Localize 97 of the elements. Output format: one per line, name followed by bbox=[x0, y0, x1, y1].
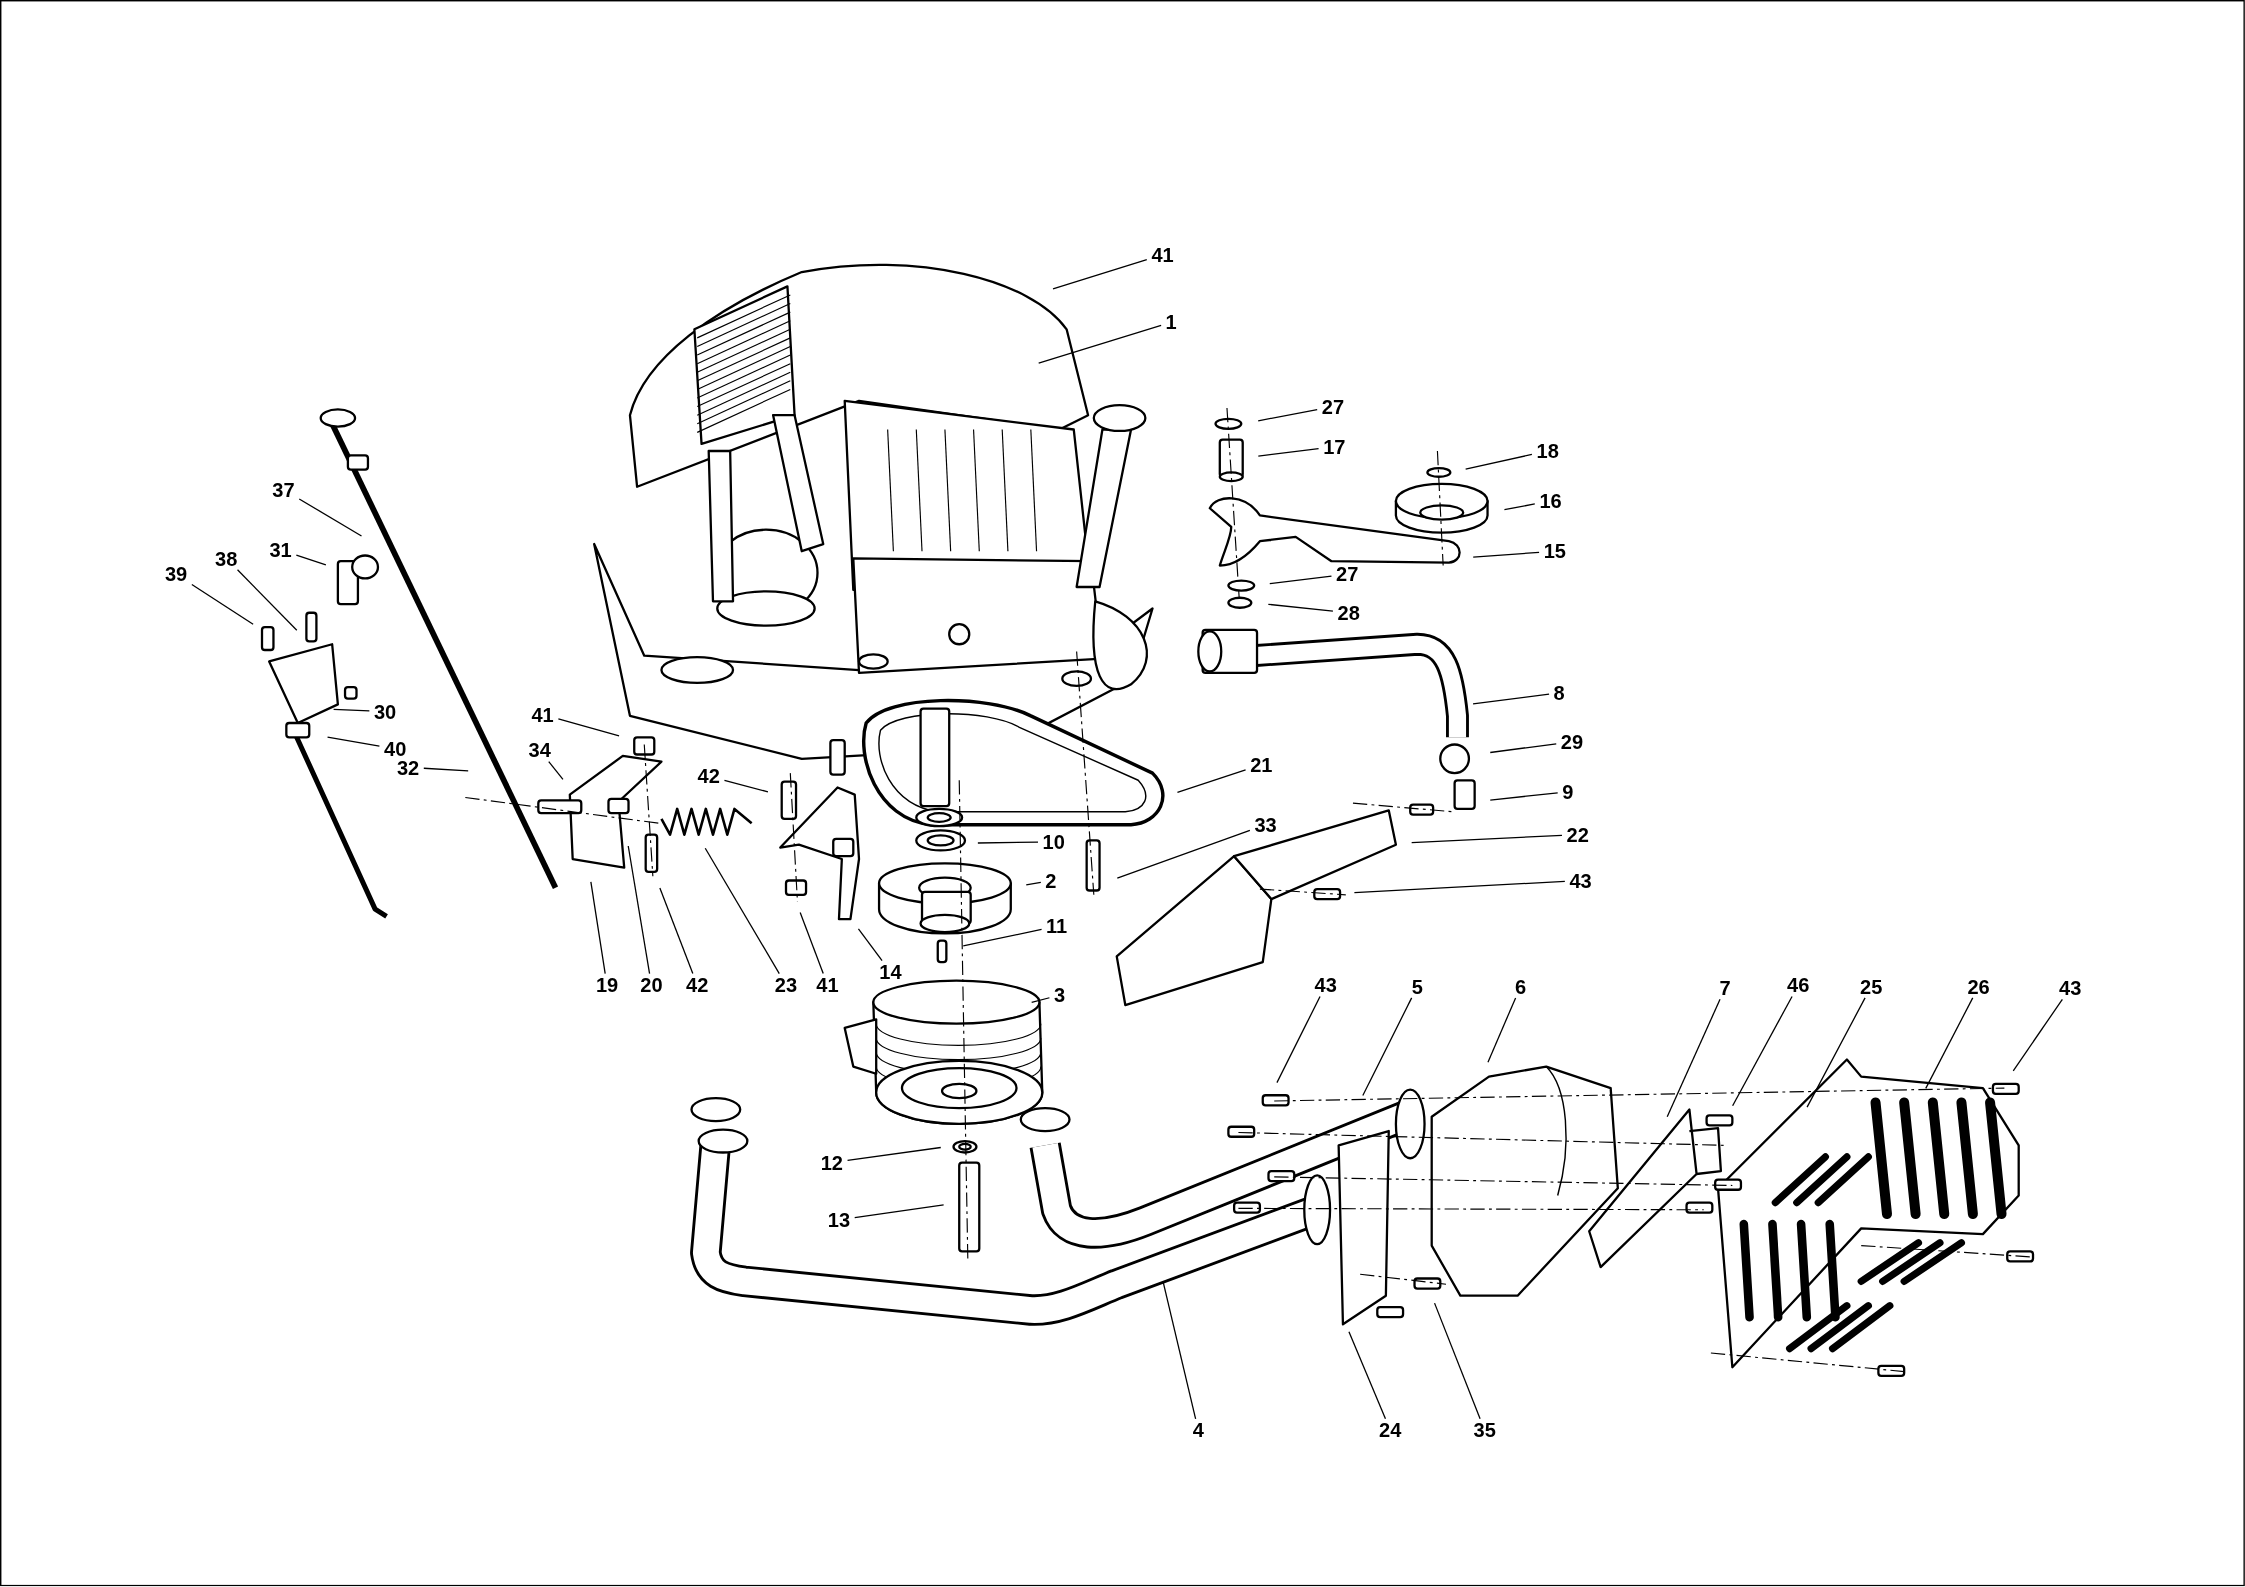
leader-line bbox=[1489, 792, 1559, 801]
leader-line bbox=[1806, 997, 1866, 1108]
callout-number: 4 bbox=[1189, 1417, 1207, 1444]
callout-number: 16 bbox=[1536, 488, 1565, 514]
callout-number: 37 bbox=[269, 476, 298, 503]
leader-line bbox=[977, 841, 1039, 844]
leader-line bbox=[1362, 997, 1413, 1097]
leader-line bbox=[1472, 693, 1550, 705]
callout-number: 27 bbox=[1318, 393, 1347, 420]
callout-number: 31 bbox=[266, 536, 295, 563]
leader-line bbox=[1487, 997, 1517, 1063]
callout-number: 11 bbox=[1043, 913, 1071, 940]
leader-line bbox=[627, 845, 651, 975]
leader-line bbox=[557, 718, 620, 737]
callout-number: 28 bbox=[1334, 599, 1363, 626]
leader-line bbox=[1465, 453, 1533, 470]
leader-line bbox=[1162, 1281, 1197, 1420]
leader-line bbox=[1666, 998, 1721, 1118]
leader-line bbox=[236, 569, 298, 631]
callout-number: 41 bbox=[528, 701, 557, 728]
callout-number: 30 bbox=[371, 698, 400, 725]
callout-number: 22 bbox=[1563, 821, 1592, 848]
callout-number: 25 bbox=[1857, 973, 1886, 1000]
callout-number: 40 bbox=[381, 735, 410, 762]
leader-line bbox=[1433, 1302, 1481, 1420]
leader-line bbox=[1176, 769, 1247, 794]
callout-number: 18 bbox=[1533, 438, 1562, 464]
leader-line bbox=[423, 767, 469, 772]
leader-line bbox=[723, 779, 769, 793]
leader-line bbox=[962, 928, 1043, 947]
callout-number: 15 bbox=[1540, 538, 1569, 565]
leader-line bbox=[704, 847, 780, 975]
leader-line bbox=[1025, 881, 1042, 886]
callout-number: 5 bbox=[1408, 973, 1426, 1000]
leader-line bbox=[1353, 880, 1566, 894]
callout-number: 17 bbox=[1320, 433, 1349, 460]
callout-number: 8 bbox=[1550, 680, 1568, 706]
callout-number: 29 bbox=[1558, 728, 1586, 755]
callout-number: 41 bbox=[1148, 241, 1177, 268]
callout-number: 46 bbox=[1784, 972, 1813, 998]
callout-number: 12 bbox=[817, 1149, 846, 1176]
leader-line bbox=[1472, 551, 1540, 558]
callout-number: 34 bbox=[525, 737, 554, 764]
leader-line bbox=[590, 881, 606, 975]
leader-line bbox=[1732, 995, 1793, 1107]
callout-number: 42 bbox=[683, 972, 712, 998]
leader-line bbox=[846, 1146, 942, 1162]
leader-line bbox=[1411, 834, 1563, 844]
leader-line bbox=[1503, 503, 1536, 511]
leader-line bbox=[1269, 575, 1333, 585]
callout-number: 14 bbox=[876, 959, 905, 985]
callout-number: 9 bbox=[1559, 778, 1577, 805]
callout-number: 43 bbox=[2056, 975, 2085, 1001]
leader-line bbox=[295, 554, 327, 566]
leader-line bbox=[1031, 997, 1051, 1004]
leader-line bbox=[854, 1204, 945, 1219]
leader-line bbox=[1489, 743, 1557, 754]
callout-number: 21 bbox=[1247, 751, 1276, 778]
leader-line bbox=[857, 928, 883, 962]
leader-line bbox=[1116, 829, 1251, 879]
leader-line bbox=[298, 498, 363, 537]
callout-number: 42 bbox=[694, 763, 723, 789]
leader-line bbox=[1348, 1331, 1387, 1420]
callout-number: 3 bbox=[1051, 982, 1068, 1008]
callout-number: 1 bbox=[1162, 309, 1180, 335]
leader-line bbox=[799, 911, 824, 975]
callout-number: 35 bbox=[1470, 1417, 1499, 1444]
leader-line bbox=[1267, 603, 1334, 612]
leader-line bbox=[191, 583, 254, 625]
callout-number: 24 bbox=[1376, 1417, 1405, 1444]
callout-number: 43 bbox=[1566, 867, 1595, 894]
leader-line bbox=[548, 761, 564, 781]
callout-number: 7 bbox=[1716, 975, 1734, 1001]
callout-number: 20 bbox=[637, 972, 666, 998]
leader-line bbox=[659, 887, 694, 975]
leader-line bbox=[1276, 995, 1321, 1084]
callout-number: 2 bbox=[1042, 867, 1060, 894]
callout-number: 13 bbox=[824, 1206, 853, 1233]
leader-line bbox=[1052, 259, 1148, 290]
leader-line bbox=[1925, 997, 1974, 1090]
leader-line bbox=[2012, 998, 2063, 1072]
leader-line bbox=[1257, 448, 1320, 457]
callout-number: 19 bbox=[593, 972, 622, 998]
leader-line bbox=[332, 708, 371, 712]
callout-number: 41 bbox=[813, 972, 842, 998]
callout-number: 6 bbox=[1512, 973, 1529, 1000]
callout-number: 10 bbox=[1039, 828, 1068, 855]
leader-line bbox=[1038, 324, 1162, 364]
callout-number: 23 bbox=[772, 972, 800, 998]
callout-number: 33 bbox=[1251, 811, 1280, 838]
callout-number: 26 bbox=[1964, 973, 1993, 1000]
leader-line bbox=[326, 736, 381, 747]
callout-number: 43 bbox=[1311, 972, 1340, 998]
callout-number: 39 bbox=[162, 561, 191, 587]
callout-number: 38 bbox=[212, 545, 241, 572]
callout-number: 27 bbox=[1333, 561, 1362, 587]
leader-line bbox=[1257, 408, 1318, 422]
